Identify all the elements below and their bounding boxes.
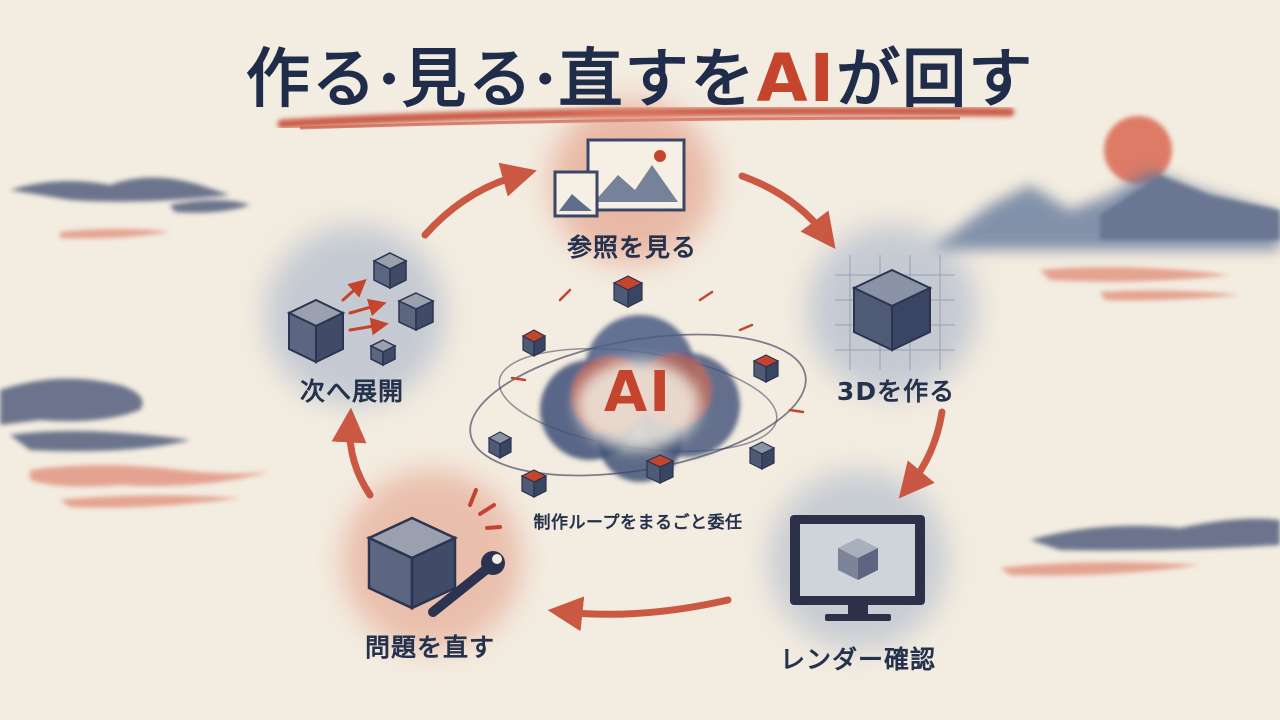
mountain-wash-right xyxy=(930,170,1280,250)
page-title: 作る·見る·直すをAIが回す xyxy=(0,28,1280,120)
step-label-render-check: レンダー確認 xyxy=(779,645,937,674)
step-label-fix-issues: 問題を直す xyxy=(364,633,496,662)
step-label-make-3d: 3Dを作る xyxy=(836,377,956,406)
expanding-cubes-illustration xyxy=(286,252,435,367)
reference-images-illustration xyxy=(553,138,686,218)
arrow-to-make-3d xyxy=(738,172,836,249)
step-label-view-reference: 参照を見る xyxy=(566,233,698,262)
step-label-next-expand: 次へ展開 xyxy=(299,377,405,406)
arrow-to-render-check xyxy=(898,408,946,499)
arrow-to-view-reference xyxy=(421,162,537,239)
title-part2: が回す xyxy=(836,42,1035,117)
ai-center-illustration xyxy=(469,275,807,498)
title-ai-accent: AI xyxy=(756,40,837,117)
sun-wash xyxy=(1104,116,1172,184)
ai-core-label: AI xyxy=(603,360,673,425)
center-caption: 制作ループをまるごと委任 xyxy=(533,513,743,533)
monitor-illustration xyxy=(790,515,925,621)
arrow-to-next-expand xyxy=(331,407,374,499)
cloud-streaks xyxy=(0,177,1280,551)
cycle-arrows xyxy=(331,162,946,632)
title-part1: 作る·見る·直すを xyxy=(245,42,757,117)
red-streaks xyxy=(30,229,1240,576)
arrow-to-fix-issues xyxy=(547,596,732,632)
cube-grid-illustration xyxy=(835,255,955,370)
cube-wrench-illustration xyxy=(366,488,505,617)
